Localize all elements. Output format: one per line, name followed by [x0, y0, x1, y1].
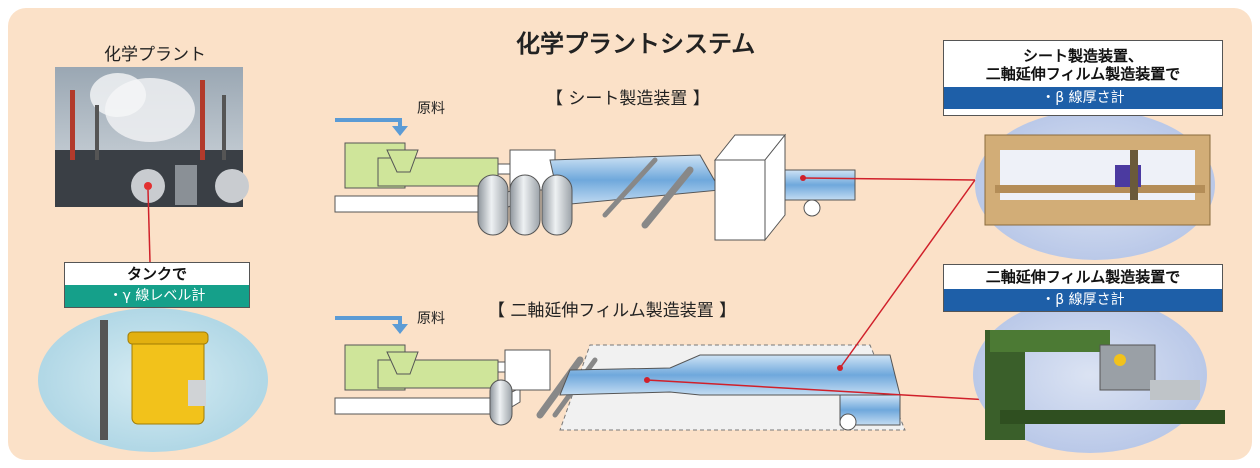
upper-material-label: 原料: [417, 101, 445, 117]
sheet-gauge-label-box: シート製造装置、 二軸延伸フィルム製造装置で ・β 線厚さ計: [943, 40, 1223, 116]
lower-material-label: 原料: [417, 311, 445, 327]
tank-label-box: タンクで ・γ 線レベル計: [64, 262, 250, 308]
sheet-label-head-line2: 二軸延伸フィルム製造装置で: [985, 65, 1181, 83]
gamma-gauge-photo: [38, 308, 268, 452]
film-line-diagram: [334, 316, 906, 431]
film-label-sub: ・β 線厚さ計: [944, 289, 1222, 311]
chemical-plant-photo: [55, 67, 249, 207]
beta-gauge-c-frame-photo: [973, 297, 1225, 453]
tank-label-head: タンクで: [126, 265, 187, 283]
tank-connector-line: [147, 189, 151, 263]
sheet-line-diagram: [334, 118, 856, 242]
lower-section-label: 【 二軸延伸フィルム製造装置 】: [488, 301, 737, 321]
film-label-head: 二軸延伸フィルム製造装置で: [985, 268, 1181, 286]
sheet-label-head-line1: シート製造装置、: [1022, 47, 1143, 65]
sheet-gauge-connector: [802, 177, 976, 181]
film-gauge-connector: [646, 379, 991, 401]
film-to-sheet-gauge-connector: [839, 179, 976, 369]
beta-gauge-frame-photo: [975, 110, 1215, 260]
plant-label: 化学プラント: [104, 45, 206, 65]
sheet-label-sub: ・β 線厚さ計: [944, 87, 1222, 109]
tank-label-sub: ・γ 線レベル計: [65, 285, 249, 307]
film-gauge-label-box: 二軸延伸フィルム製造装置で ・β 線厚さ計: [943, 264, 1223, 312]
diagram-title: 化学プラントシステム: [516, 30, 756, 58]
upper-section-label: 【 シート製造装置 】: [546, 89, 710, 109]
